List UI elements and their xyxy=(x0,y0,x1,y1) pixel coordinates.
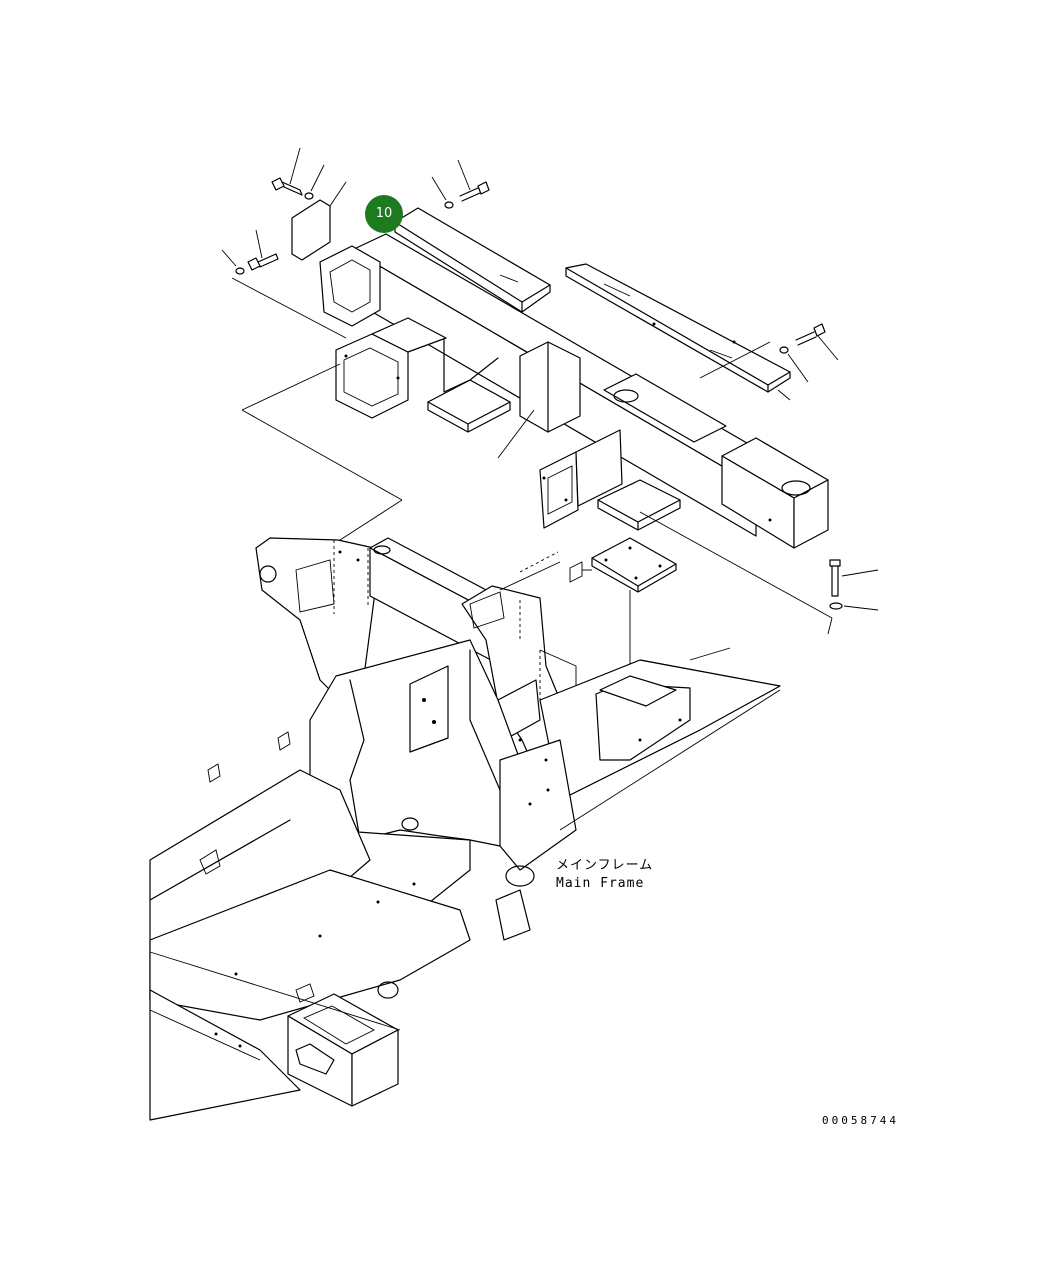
shim-plate xyxy=(519,537,677,672)
bolt-upper-center xyxy=(431,159,490,209)
top-cover-right xyxy=(565,263,791,401)
washer-upper-left-1 xyxy=(304,164,325,200)
main-frame-label-jp: メインフレーム xyxy=(556,858,654,873)
bolt-upper-left-2 xyxy=(221,229,279,275)
cross-beam xyxy=(231,233,829,549)
top-cover-left xyxy=(394,207,551,313)
main-frame-label-en: Main Frame xyxy=(556,876,645,891)
bolt-upper-right xyxy=(779,323,839,383)
washer-right xyxy=(639,511,879,635)
bolt-upper-left-1 xyxy=(271,147,303,196)
main-frame-label: メインフレーム Main Frame xyxy=(556,857,653,893)
drawing-number: 00058744 xyxy=(822,1114,899,1127)
cover-plate-left xyxy=(291,181,347,261)
bolt-right-vertical xyxy=(829,559,879,597)
callout-10-badge[interactable]: 10 xyxy=(365,195,403,233)
main-frame xyxy=(149,537,781,1121)
